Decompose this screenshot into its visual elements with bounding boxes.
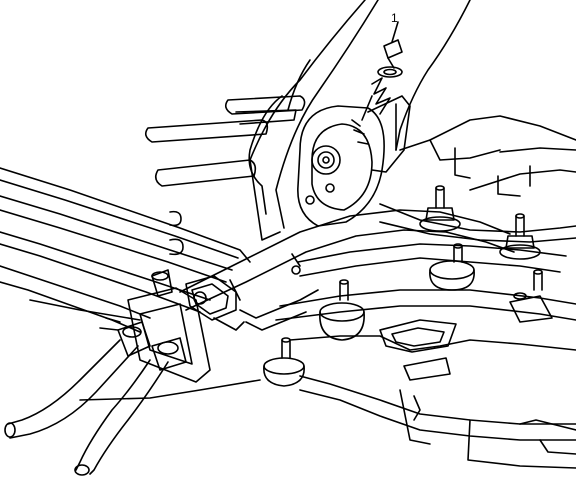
nut-stud-assemblies	[263, 185, 543, 387]
finned-frame-rails	[0, 167, 251, 333]
return-spring	[361, 39, 403, 121]
crossmember	[399, 115, 576, 197]
cable-bracket	[127, 269, 245, 383]
equalizer-lever	[179, 209, 515, 331]
floor-panel	[29, 203, 576, 469]
callout-1: 1	[391, 11, 398, 25]
pedal-bracket	[248, 0, 471, 241]
finned-plates	[144, 95, 306, 187]
brake-cables	[4, 317, 187, 476]
callout-leader	[391, 21, 399, 43]
